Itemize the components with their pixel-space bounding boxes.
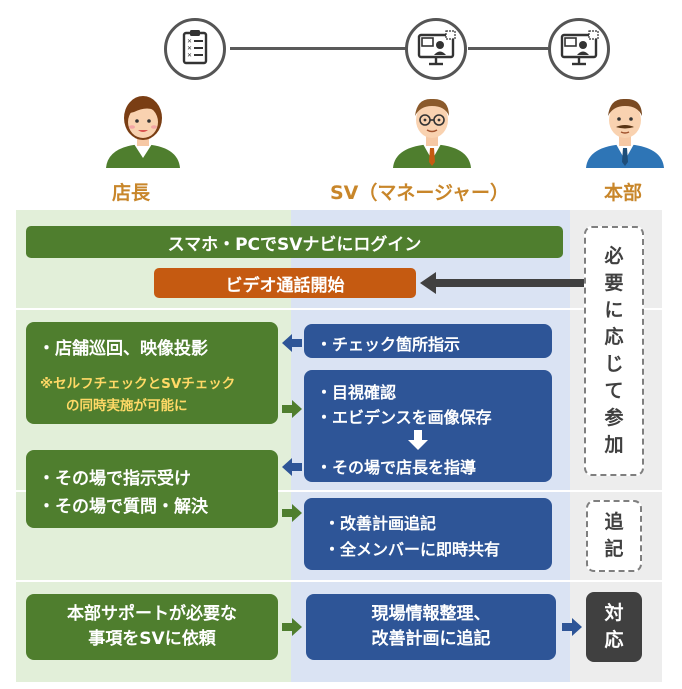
hq-participate-char: 必 — [604, 245, 624, 267]
check-point-instruction-text: ・チェック箇所指示 — [316, 335, 461, 354]
hq-participate-char: 応 — [604, 326, 624, 348]
clipboard-checklist-icon: ✕ ✕ ✕ — [182, 30, 208, 65]
instruction-qa-box: ・その場で指示受け ・その場で質問・解決 — [26, 450, 278, 528]
hq-participate-char: 要 — [604, 272, 624, 294]
svg-text:✕: ✕ — [187, 38, 192, 45]
role-label-hq: 本部 — [604, 182, 643, 204]
svg-text:✕: ✕ — [187, 45, 192, 52]
request-hq-support-box: 本部サポートが必要な 事項をSVに依頼 — [26, 594, 278, 660]
hq-participate-char: じ — [604, 353, 624, 375]
connector-line — [230, 47, 410, 50]
self-check-note-line2: の同時実施が可能に — [66, 398, 188, 414]
visual-confirm-text: ・目視確認 — [316, 383, 397, 402]
sv-manager-avatar — [393, 98, 471, 168]
video-call-start-step: ビデオ通話開始 — [154, 268, 416, 298]
hq-respond-box: 対 応 — [586, 592, 642, 662]
save-evidence-text: ・エビデンスを画像保存 — [316, 408, 492, 427]
arrow-right-icon — [282, 504, 302, 522]
store-tour-text: ・店舗巡回、映像投影 — [38, 339, 208, 359]
hq-append-box: 追 記 — [586, 500, 642, 572]
self-check-note-line1: ※セルフチェックとSVチェック — [40, 376, 236, 392]
arrow-left-icon — [420, 272, 588, 294]
organize-line2: 改善計画に追記 — [371, 629, 491, 649]
check-point-instruction-box: ・チェック箇所指示 — [304, 324, 552, 358]
plan-share-box: ・改善計画追記 ・全メンバーに即時共有 — [304, 498, 552, 570]
row-divider — [16, 308, 662, 310]
visual-confirm-box: ・目視確認 ・エビデンスを画像保存 ・その場で店長を指導 — [304, 370, 552, 482]
qa-text: ・その場で質問・解決 — [38, 497, 208, 517]
checklist-circle: ✕ ✕ ✕ — [164, 18, 226, 80]
share-members-text: ・全メンバーに即時共有 — [324, 540, 501, 559]
plan-append-text: ・改善計画追記 — [324, 514, 437, 533]
login-step: スマホ・PCでSVナビにログイン — [26, 226, 563, 258]
monitor-circle-sv — [405, 18, 467, 80]
hq-append-char: 記 — [604, 538, 624, 560]
hq-respond-char: 対 — [604, 602, 624, 624]
row-divider — [16, 580, 662, 582]
svg-text:✕: ✕ — [187, 52, 192, 59]
monitor-video-call-icon — [560, 30, 599, 66]
hq-participate-char: て — [604, 380, 624, 402]
hq-participate-char: に — [604, 299, 624, 321]
arrow-right-icon — [562, 618, 582, 636]
role-label-sv: SV（マネージャー） — [330, 182, 510, 204]
request-hq-line2: 事項をSVに依頼 — [88, 629, 216, 649]
hq-respond-char: 応 — [604, 629, 624, 651]
connector-line — [468, 47, 548, 50]
hq-participate-box: 必 要 に 応 じ て 参 加 — [584, 226, 644, 476]
arrow-right-icon — [282, 400, 302, 418]
login-step-text: スマホ・PCでSVナビにログイン — [167, 234, 422, 255]
request-hq-line1: 本部サポートが必要な — [67, 604, 237, 624]
row-divider — [16, 490, 662, 492]
monitor-video-call-icon — [417, 30, 456, 66]
store-manager-avatar — [106, 96, 180, 168]
role-label-store: 店長 — [112, 182, 151, 204]
organize-line1: 現場情報整理、 — [371, 604, 491, 624]
hq-participate-char: 加 — [604, 434, 624, 456]
arrow-down-icon — [408, 430, 428, 450]
arrow-left-icon — [282, 458, 302, 476]
guide-store-text: ・その場で店長を指導 — [316, 458, 477, 477]
organize-info-box: 現場情報整理、 改善計画に追記 — [306, 594, 556, 660]
video-call-start-text: ビデオ通話開始 — [225, 275, 345, 296]
headquarters-avatar — [586, 98, 664, 168]
hq-participate-char: 参 — [604, 407, 624, 429]
monitor-circle-hq — [548, 18, 610, 80]
arrow-right-icon — [282, 618, 302, 636]
arrow-left-icon — [282, 334, 302, 352]
store-tour-box: ・店舗巡回、映像投影 ※セルフチェックとSVチェック の同時実施が可能に — [26, 322, 278, 424]
hq-append-char: 追 — [604, 511, 624, 533]
receive-instruction-text: ・その場で指示受け — [38, 469, 191, 489]
